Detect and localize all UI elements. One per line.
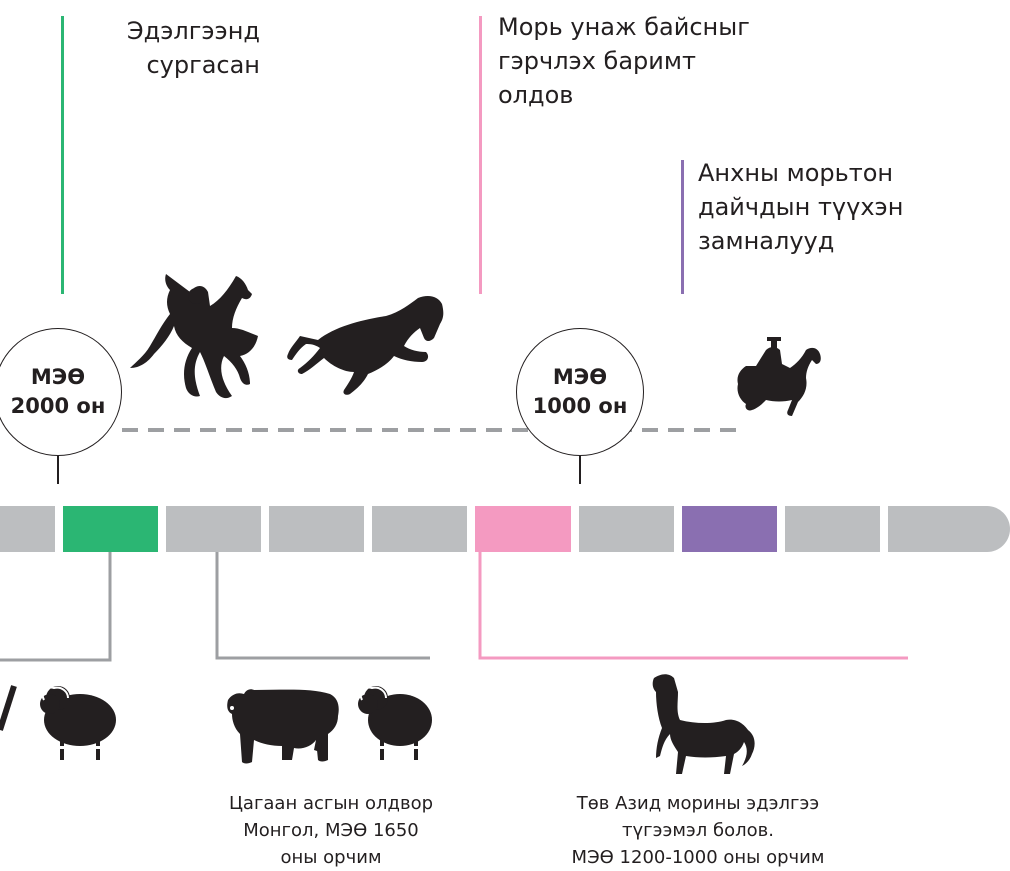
marker-2000-line1: МЭӨ [31, 363, 85, 392]
label-cattle-line2: Монгол, МЭӨ 1650 [196, 817, 466, 844]
standing-horse-icon [653, 674, 755, 774]
label-horse-line2: түгээмэл болов. [548, 817, 848, 844]
timeline-segment-pink [475, 506, 571, 552]
marker-2000-line2: 2000 он [11, 392, 106, 421]
label-horse-line3: МЭӨ 1200-1000 оны орчим [548, 844, 848, 871]
timeline-segment-1 [0, 506, 55, 552]
marker-circle-2000: МЭӨ 2000 он [0, 328, 122, 456]
marker-1000-line1: МЭӨ [553, 363, 607, 392]
connector-cattle [217, 552, 430, 658]
sheep-icon-right [358, 686, 432, 760]
timeline-segment-green [63, 506, 158, 552]
cow-icon [227, 689, 339, 763]
slash-fragment-icon [0, 686, 14, 730]
label-cattle: Цагаан асгын олдвор Монгол, МЭӨ 1650 оны… [196, 790, 466, 871]
connector-green-left [0, 552, 110, 660]
rearing-horse-rider-icon [130, 274, 258, 398]
horse-rider-icon [737, 337, 820, 416]
timeline-segment-3 [166, 506, 261, 552]
leaping-horse-icon [287, 296, 443, 395]
timeline-segment-9 [785, 506, 880, 552]
marker-1000-line2: 1000 он [533, 392, 628, 421]
label-cattle-line1: Цагаан асгын олдвор [196, 790, 466, 817]
label-cattle-line3: оны орчим [196, 844, 466, 871]
timeline-segment-7 [579, 506, 674, 552]
marker-circle-1000: МЭӨ 1000 он [516, 328, 644, 456]
label-horse: Төв Азид морины эдэлгээ түгээмэл болов. … [548, 790, 848, 871]
sheep-icon-left [40, 686, 116, 760]
timeline-segment-end [888, 506, 1010, 552]
timeline-segment-4 [269, 506, 364, 552]
connector-horse [480, 552, 908, 658]
label-horse-line1: Төв Азид морины эдэлгээ [548, 790, 848, 817]
timeline-segment-5 [372, 506, 467, 552]
timeline-segment-purple [682, 506, 777, 552]
